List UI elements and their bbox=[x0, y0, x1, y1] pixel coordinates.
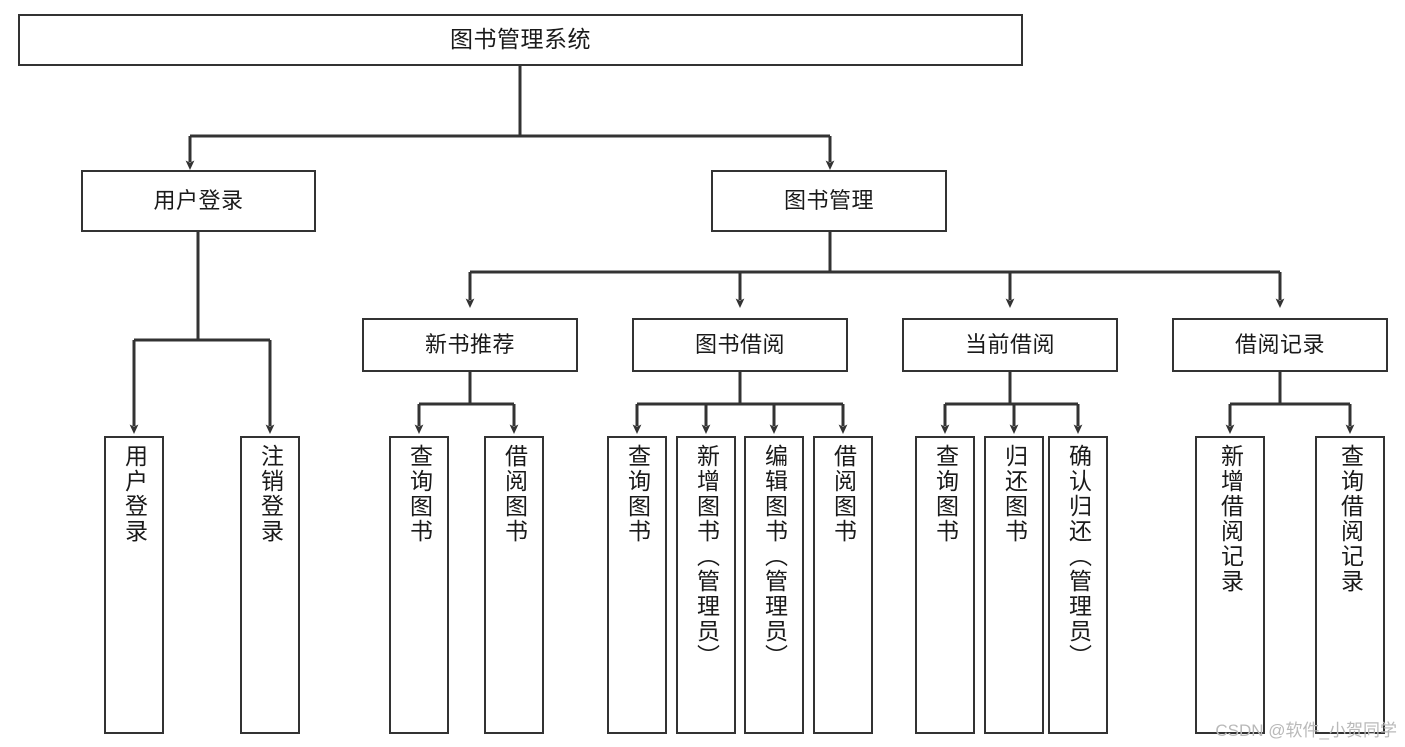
node-book-management[interactable]: 图书管理 bbox=[711, 170, 947, 232]
node-label: 图书管理 bbox=[783, 188, 874, 214]
node-user-login[interactable]: 用户登录 bbox=[81, 170, 316, 232]
node-borrow-record[interactable]: 借阅记录 bbox=[1172, 318, 1388, 372]
node-label: 借阅图书 bbox=[501, 444, 528, 544]
node-label: 当前借阅 bbox=[964, 332, 1055, 358]
node-new-book-recommend[interactable]: 新书推荐 bbox=[362, 318, 578, 372]
node-root-system[interactable]: 图书管理系统 bbox=[18, 14, 1023, 66]
node-label: 新增借阅记录 bbox=[1217, 444, 1244, 594]
node-label: 用户登录 bbox=[153, 188, 244, 214]
leaf-logout[interactable]: 注销登录 bbox=[240, 436, 300, 734]
leaf-query-book-2[interactable]: 查询图书 bbox=[607, 436, 667, 734]
leaf-add-book[interactable]: 新增图书（管理员） bbox=[676, 436, 736, 734]
node-label: 归还图书 bbox=[1001, 444, 1028, 544]
node-label: 借阅记录 bbox=[1234, 332, 1325, 358]
node-label: 注销登录 bbox=[257, 444, 284, 544]
node-label: 查询图书 bbox=[932, 444, 959, 544]
node-label: 图书管理系统 bbox=[450, 26, 591, 53]
leaf-user-login[interactable]: 用户登录 bbox=[104, 436, 164, 734]
node-label: 查询图书 bbox=[406, 444, 433, 544]
leaf-query-book-1[interactable]: 查询图书 bbox=[389, 436, 449, 734]
node-current-borrow[interactable]: 当前借阅 bbox=[902, 318, 1118, 372]
node-label: 新书推荐 bbox=[424, 332, 515, 358]
node-label: 借阅图书 bbox=[830, 444, 857, 544]
node-label: 查询图书 bbox=[624, 444, 651, 544]
leaf-add-borrow-record[interactable]: 新增借阅记录 bbox=[1195, 436, 1265, 734]
node-label: 编辑图书（管理员） bbox=[761, 444, 788, 669]
node-label: 图书借阅 bbox=[694, 332, 785, 358]
leaf-borrow-book-1[interactable]: 借阅图书 bbox=[484, 436, 544, 734]
leaf-query-book-3[interactable]: 查询图书 bbox=[915, 436, 975, 734]
leaf-borrow-book-2[interactable]: 借阅图书 bbox=[813, 436, 873, 734]
node-label: 新增图书（管理员） bbox=[693, 444, 720, 669]
node-book-borrow[interactable]: 图书借阅 bbox=[632, 318, 848, 372]
node-label: 查询借阅记录 bbox=[1337, 444, 1364, 594]
leaf-confirm-return[interactable]: 确认归还（管理员） bbox=[1048, 436, 1108, 734]
leaf-query-borrow-record[interactable]: 查询借阅记录 bbox=[1315, 436, 1385, 734]
leaf-return-book[interactable]: 归还图书 bbox=[984, 436, 1044, 734]
leaf-edit-book[interactable]: 编辑图书（管理员） bbox=[744, 436, 804, 734]
node-label: 用户登录 bbox=[121, 444, 148, 544]
node-label: 确认归还（管理员） bbox=[1065, 444, 1092, 669]
